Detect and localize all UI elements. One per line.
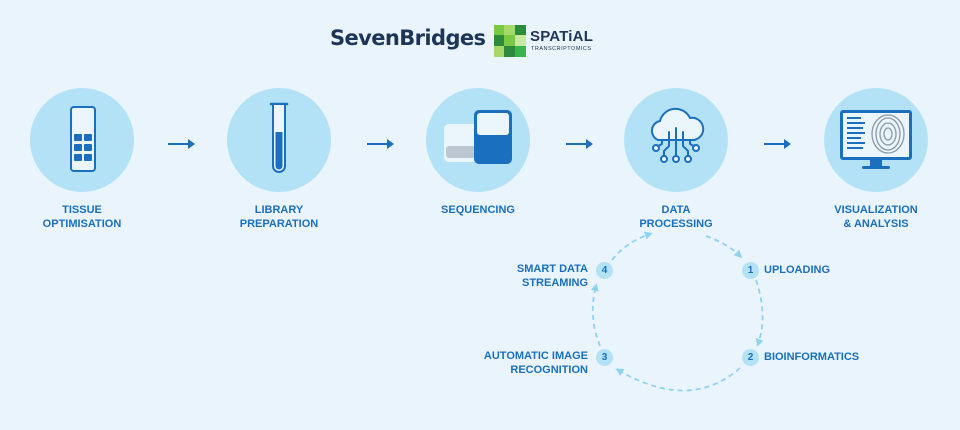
cycle-arc-to-data-processing <box>611 231 653 261</box>
arrow-right-icon <box>566 139 593 149</box>
tissue-slide-icon <box>70 106 96 172</box>
step-label: TISSUE OPTIMISATION <box>42 204 122 230</box>
step-circle <box>824 88 928 192</box>
cycle-badge-4: 4 <box>596 262 613 279</box>
spatial-logo-subtitle: TRANSCRIPTOMICS <box>531 46 592 52</box>
cycle-badge-2: 2 <box>742 349 759 366</box>
step-label: LIBRARY PREPARATION <box>239 204 319 230</box>
cycle-label-uploading: UPLOADING <box>764 264 830 276</box>
spatial-transcriptomics-logo: SPATiAL TRANSCRIPTOMICS <box>494 25 614 59</box>
arrow-right-icon <box>168 139 195 149</box>
cycle-arc-to-bioinformatics <box>755 279 764 347</box>
cycle-badge-1: 1 <box>742 262 759 279</box>
monitor-fingerprint-icon <box>840 110 912 169</box>
cloud-network-icon <box>650 107 705 163</box>
step-label: DATA PROCESSING <box>639 204 713 230</box>
cycle-label-bioinformatics: BIOINFORMATICS <box>764 351 860 363</box>
spatial-logo-name: SPATiAL <box>530 28 594 45</box>
cycle-arc-to-image-recognition <box>615 367 741 392</box>
cycle-badge-3: 3 <box>596 349 613 366</box>
arrow-right-icon <box>764 139 791 149</box>
cycle-arc-to-uploading <box>705 235 743 259</box>
sevenbridges-logo: SevenBridges <box>330 26 486 50</box>
step-circle <box>624 88 728 192</box>
spatial-grid-logo-icon <box>494 25 526 57</box>
step-label: VISUALIZATION & ANALYSIS <box>834 204 918 230</box>
cycle-label-smart-streaming: SMART DATA STREAMING <box>516 263 588 289</box>
cycle-arc-to-smart-streaming <box>590 283 601 347</box>
step-circle <box>426 88 530 192</box>
step-circle <box>227 88 331 192</box>
cycle-label-image-recognition: AUTOMATIC IMAGE RECOGNITION <box>483 350 588 376</box>
step-label: SEQUENCING <box>441 204 515 216</box>
step-circle <box>30 88 134 192</box>
sequencer-icon <box>444 110 512 164</box>
test-tube-icon <box>269 102 289 173</box>
arrow-right-icon <box>367 139 394 149</box>
